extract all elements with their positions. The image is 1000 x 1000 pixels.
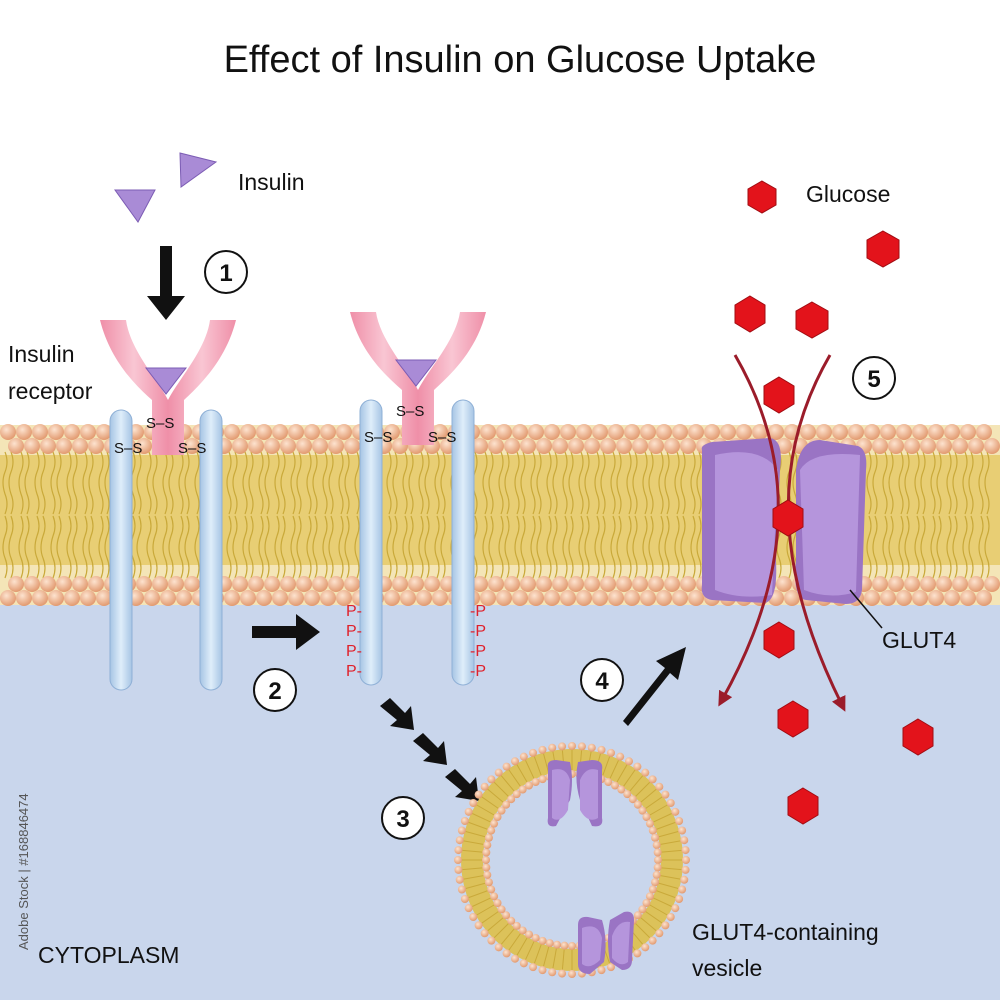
phosphate-group: -P — [470, 603, 486, 620]
glucose-icon — [772, 499, 804, 537]
glucose-label: Glucose — [806, 181, 890, 207]
arrow-up-right-icon — [623, 647, 686, 726]
step-markers: 1 2 3 4 5 — [204, 250, 896, 840]
insulin-receptor-phosphorylated: S–S S–S S–S P- P- P- P- -P -P -P -P — [346, 312, 486, 686]
vesicle-glut4-bottom — [578, 911, 634, 974]
step-circle-1 — [204, 250, 248, 294]
phosphate-group: P- — [346, 623, 362, 640]
step-number-4: 4 — [595, 668, 609, 695]
step-arrows — [147, 246, 686, 801]
phosphate-group: -P — [470, 663, 486, 680]
step-number-3: 3 — [396, 806, 409, 833]
glucose-icon — [795, 301, 829, 339]
arrow-diagonal-icon — [413, 733, 447, 765]
step-number-1: 1 — [219, 260, 232, 287]
arrow-diagonal-icon — [380, 698, 414, 730]
arrow-diagonal-icon — [445, 769, 479, 801]
phosphate-group: -P — [470, 623, 486, 640]
bound-insulin-icon — [394, 359, 438, 387]
disulfide-bond: S–S — [146, 415, 174, 432]
page-title: Effect of Insulin on Glucose Uptake — [224, 39, 817, 81]
glucose-icon — [902, 718, 934, 756]
insulin-icon — [179, 152, 218, 188]
step-number-2: 2 — [268, 678, 281, 705]
step-circle-5 — [852, 356, 896, 400]
phosphate-group: P- — [346, 603, 362, 620]
vesicle-label-line1: GLUT4-containing — [692, 919, 879, 945]
glucose-icon — [763, 621, 795, 659]
insulin-receptor-left: S–S S–S S–S — [100, 320, 236, 691]
phosphate-group: P- — [346, 643, 362, 660]
disulfide-bond: S–S — [428, 429, 456, 446]
glut4-vesicle — [454, 742, 690, 978]
insulin-icon — [114, 189, 156, 223]
glucose-icon — [866, 230, 900, 268]
glucose-molecules — [734, 180, 934, 825]
step-circle-4 — [580, 658, 624, 702]
disulfide-bond: S–S — [114, 440, 142, 457]
insulin-label: Insulin — [238, 169, 304, 195]
step-circle-2 — [253, 668, 297, 712]
cytoplasm-label: CYTOPLASM — [38, 942, 179, 968]
glucose-icon — [734, 295, 766, 333]
phosphate-group: P- — [346, 663, 362, 680]
insulin-receptor-label-line2: receptor — [8, 378, 93, 404]
glucose-icon — [763, 376, 795, 414]
disulfide-bond: S–S — [178, 440, 206, 457]
phosphate-group: -P — [470, 643, 486, 660]
stock-id-text: Adobe Stock | #168846474 — [16, 793, 31, 950]
glucose-icon — [777, 700, 809, 738]
glut4-label: GLUT4 — [882, 627, 956, 653]
bound-insulin-icon — [144, 367, 188, 395]
glucose-icon — [747, 180, 777, 214]
step-number-5: 5 — [867, 366, 880, 393]
step-circle-3 — [381, 796, 425, 840]
glut4-transporter — [701, 438, 883, 629]
glucose-icon — [787, 787, 819, 825]
arrow-down-icon — [147, 246, 185, 320]
disulfide-bond: S–S — [396, 403, 424, 420]
disulfide-bond: S–S — [364, 429, 392, 446]
arrow-right-icon — [252, 614, 320, 650]
insulin-receptor-label-line1: Insulin — [8, 341, 74, 367]
vesicle-glut4-top — [547, 760, 603, 827]
vesicle-label-line2: vesicle — [692, 955, 762, 981]
